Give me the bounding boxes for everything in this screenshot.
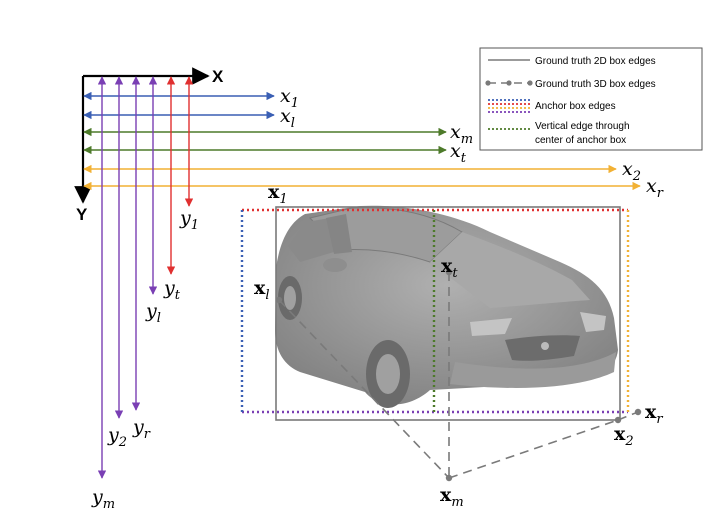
label-yt: yt	[163, 277, 181, 303]
car-rear-window	[326, 214, 352, 254]
label-xm: xm	[450, 121, 473, 147]
car-side-window	[288, 218, 334, 262]
car-mirror	[323, 258, 347, 272]
y-axis-label: Y	[76, 205, 88, 224]
car-bumper	[450, 352, 616, 388]
label-xt: xt	[450, 140, 467, 166]
label-x1: x1	[280, 85, 299, 111]
legend-frame	[479, 47, 703, 151]
point-label-xm: xm	[440, 484, 464, 510]
car-headlight-right	[580, 312, 606, 332]
label-yr: yr	[132, 416, 151, 442]
point-label-x2: x2	[614, 423, 634, 449]
legend-label-anchor: Anchor box edges	[535, 101, 616, 112]
legend-item-3d-edges: Ground truth 3D box edges	[485, 79, 656, 90]
legend-item-vertical-edge: Vertical edge through center of anchor b…	[488, 121, 630, 146]
coordinate-axes	[74, 67, 210, 204]
legend-label-2d: Ground truth 2D box edges	[535, 56, 656, 67]
car-image	[275, 205, 618, 408]
label-y1: y1	[179, 207, 199, 233]
anchor-box	[240, 208, 630, 414]
vertex-x2-dot	[614, 416, 622, 424]
point-label-xt: xt	[441, 255, 458, 281]
car-hood	[430, 232, 590, 308]
point-label-xr: xr	[645, 401, 663, 427]
legend-item-2d-edges: Ground truth 2D box edges	[488, 56, 656, 67]
gt-3d-vertices	[275, 268, 642, 482]
label-ym: ym	[91, 486, 115, 512]
legend-label-vertical-2: center of anchor box	[535, 135, 626, 146]
legend-label-3d: Ground truth 3D box edges	[535, 79, 656, 90]
car-headlight-left	[470, 318, 512, 336]
label-x2: x2	[622, 158, 641, 184]
legend-item-anchor	[488, 99, 530, 113]
point-label-x1: x1	[268, 181, 288, 207]
vertical-arrows	[97, 76, 194, 479]
label-y2: y2	[107, 424, 127, 450]
label-xl: xl	[280, 105, 295, 131]
legend-label-vertical-1: Vertical edge through	[535, 121, 630, 132]
point-label-xl: xl	[254, 277, 270, 303]
gt-2d-box	[275, 206, 621, 421]
vertex-xt-dot	[445, 268, 453, 276]
vertex-xm-dot	[445, 474, 453, 482]
label-xr: xr	[646, 175, 664, 201]
vertex-xl-dot	[275, 296, 283, 304]
vertex-xr-dot	[634, 408, 642, 416]
gt-3d-edges	[278, 272, 639, 479]
label-yl: yl	[145, 300, 161, 326]
legend: Ground truth 2D box edges Ground truth 3…	[479, 47, 703, 151]
x-axis-label: X	[212, 67, 224, 86]
car-emblem	[541, 342, 549, 350]
